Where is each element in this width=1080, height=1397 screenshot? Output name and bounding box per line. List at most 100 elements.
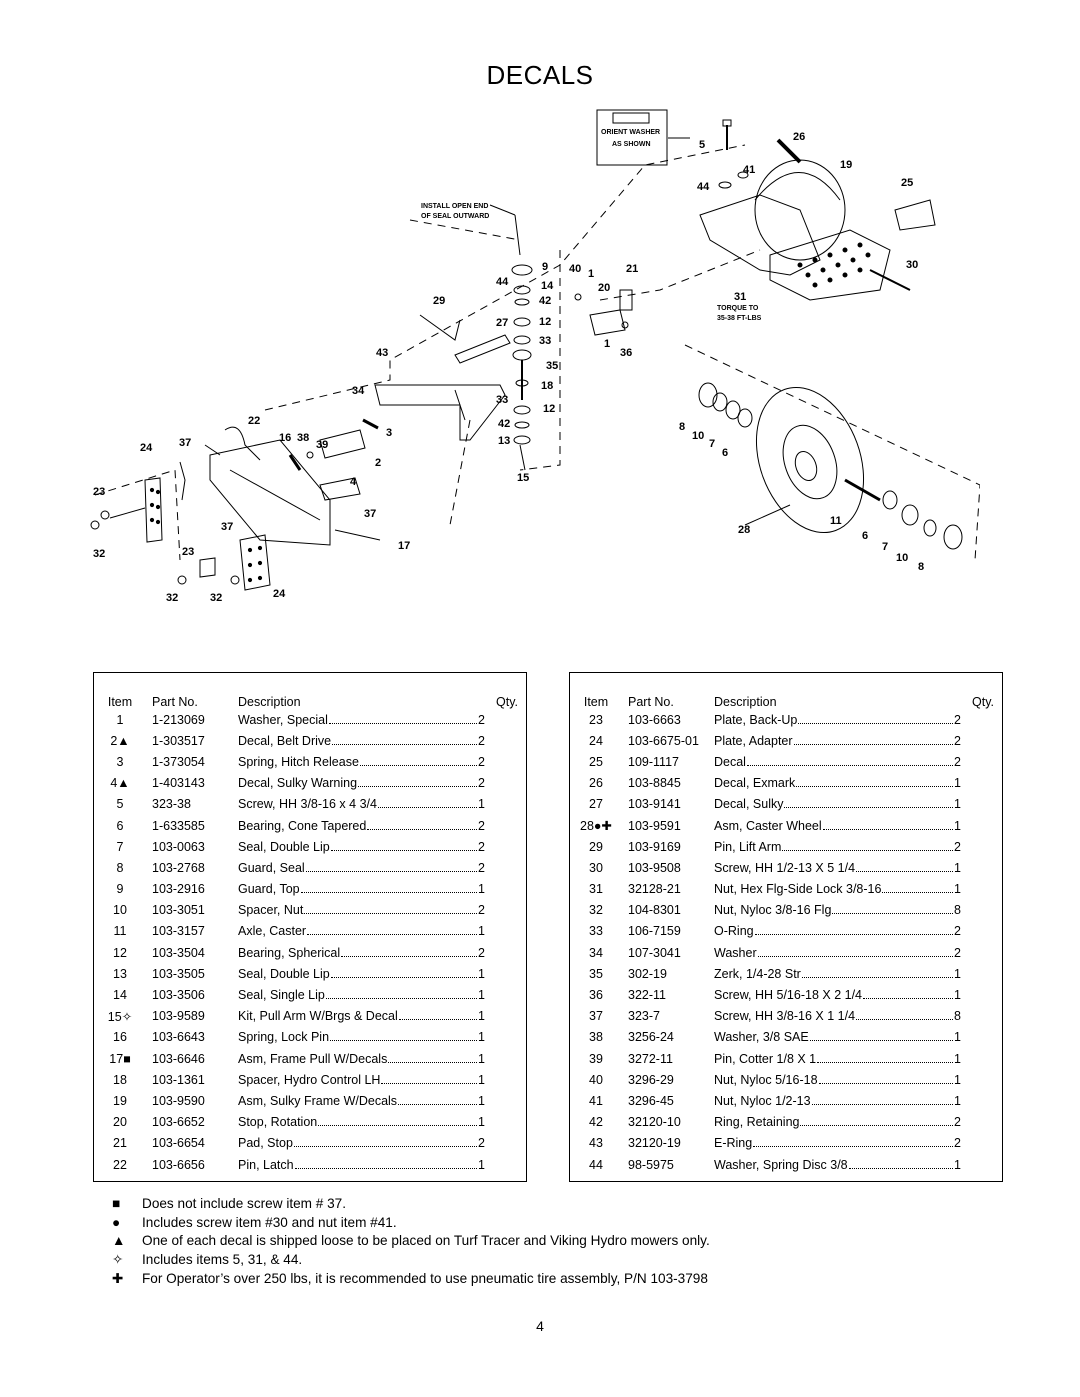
cell-item: 28●✚ — [580, 819, 612, 834]
cell-qty: 2 — [478, 712, 485, 727]
description-text: E-Ring — [714, 1136, 753, 1151]
cell-part-no: 322-11 — [628, 988, 666, 1003]
cell-item: 24 — [589, 733, 603, 748]
cell-part-no: 103-1361 — [152, 1072, 205, 1087]
description-text: Guard, Seal — [238, 860, 305, 875]
cell-item: 17■ — [109, 1051, 131, 1066]
cell-item: 11 — [113, 924, 127, 939]
description-text: Screw, HH 1/2-13 X 5 1/4 — [714, 860, 856, 875]
description-text: Stop, Rotation — [238, 1115, 318, 1130]
dot-leader — [318, 1125, 477, 1127]
dot-leader — [754, 934, 953, 936]
description-text: Pin, Cotter 1/8 X 1 — [714, 1051, 817, 1066]
cell-description: Kit, Pull Arm W/Brgs & Decal — [238, 1006, 478, 1027]
dot-leader — [811, 1103, 953, 1105]
cell-qty: 1 — [478, 966, 485, 981]
callout-27: 27 — [496, 317, 508, 329]
cell-item: 13 — [113, 966, 127, 981]
cell-part-no: 103-3505 — [152, 966, 205, 981]
footnote-symbol: ■ — [112, 1196, 121, 1211]
cell-item: 3 — [116, 754, 124, 769]
footnote-symbol: ▲ — [112, 1233, 126, 1248]
callout-41: 41 — [743, 164, 755, 176]
cell-item: 37 — [589, 1009, 603, 1024]
callout-6: 6 — [862, 530, 868, 542]
cell-qty: 2 — [954, 712, 961, 727]
cell-description: Spring, Hitch Release — [238, 751, 478, 772]
cell-description: Spacer, Nut — [238, 900, 478, 921]
cell-qty: 2 — [954, 924, 961, 939]
cell-qty: 1 — [478, 1030, 485, 1045]
cell-part-no: 32120-19 — [628, 1136, 681, 1151]
cell-item: 6 — [116, 818, 124, 833]
description-text: Seal, Single Lip — [238, 988, 325, 1003]
cell-qty: 1 — [478, 1115, 485, 1130]
callout-33: 33 — [539, 335, 551, 347]
cell-description: Zerk, 1/4-28 Str — [714, 963, 954, 984]
cell-item: 36 — [589, 988, 603, 1003]
cell-description: Plate, Adapter — [714, 730, 954, 751]
cell-part-no: 103-6656 — [152, 1157, 205, 1172]
dot-leader — [381, 1082, 477, 1084]
footnote-text: One of each decal is shipped loose to be… — [142, 1233, 710, 1248]
callout-32: 32 — [93, 548, 105, 560]
callout-44: 44 — [496, 276, 509, 288]
cell-item: 34 — [589, 945, 603, 960]
cell-part-no: 103-6652 — [152, 1115, 205, 1130]
dot-leader — [293, 1146, 477, 1148]
cell-description: Guard, Seal — [238, 857, 478, 878]
cell-description: Nut, Nyloc 5/16-18 — [714, 1069, 954, 1090]
header-description: Description — [714, 695, 777, 709]
cell-qty: 1 — [478, 1009, 485, 1024]
dot-leader — [809, 1040, 953, 1042]
cell-description: Decal, Sulky Warning — [238, 773, 478, 794]
dot-leader — [304, 913, 477, 915]
description-text: Pad, Stop — [238, 1136, 293, 1151]
description-text: Spacer, Hydro Control LH — [238, 1072, 381, 1087]
cell-description: Screw, HH 5/16-18 X 2 1/4 — [714, 984, 954, 1005]
cell-item: 35 — [589, 966, 603, 981]
cell-description: E-Ring — [714, 1133, 954, 1154]
cell-qty: 1 — [954, 1157, 961, 1172]
cell-qty: 1 — [478, 1093, 485, 1108]
footnote-symbol: ✚ — [112, 1271, 124, 1286]
cell-qty: 1 — [954, 988, 961, 1003]
cell-part-no: 103-3506 — [152, 988, 205, 1003]
cell-qty: 1 — [954, 1093, 961, 1108]
cell-part-no: 3272-11 — [628, 1051, 673, 1066]
callout-24: 24 — [273, 588, 286, 600]
callout-12: 12 — [539, 316, 551, 328]
description-text: Pin, Lift Arm — [714, 839, 782, 854]
dot-leader — [300, 892, 477, 894]
cell-description: Spacer, Hydro Control LH — [238, 1069, 478, 1090]
dot-leader — [822, 828, 953, 830]
cell-part-no: 3296-45 — [628, 1093, 674, 1108]
cell-qty: 1 — [954, 860, 961, 875]
callout-44: 44 — [697, 181, 710, 193]
cell-qty: 2 — [478, 945, 485, 960]
cell-qty: 2 — [478, 860, 485, 875]
cell-item: 33 — [589, 924, 603, 939]
dot-leader — [398, 1019, 477, 1021]
description-text: Asm, Sulky Frame W/Decals — [238, 1093, 398, 1108]
cell-description: Spring, Lock Pin — [238, 1027, 478, 1048]
cell-part-no: 32120-10 — [628, 1115, 681, 1130]
callout-8: 8 — [918, 561, 924, 573]
callout-20: 20 — [598, 282, 610, 294]
